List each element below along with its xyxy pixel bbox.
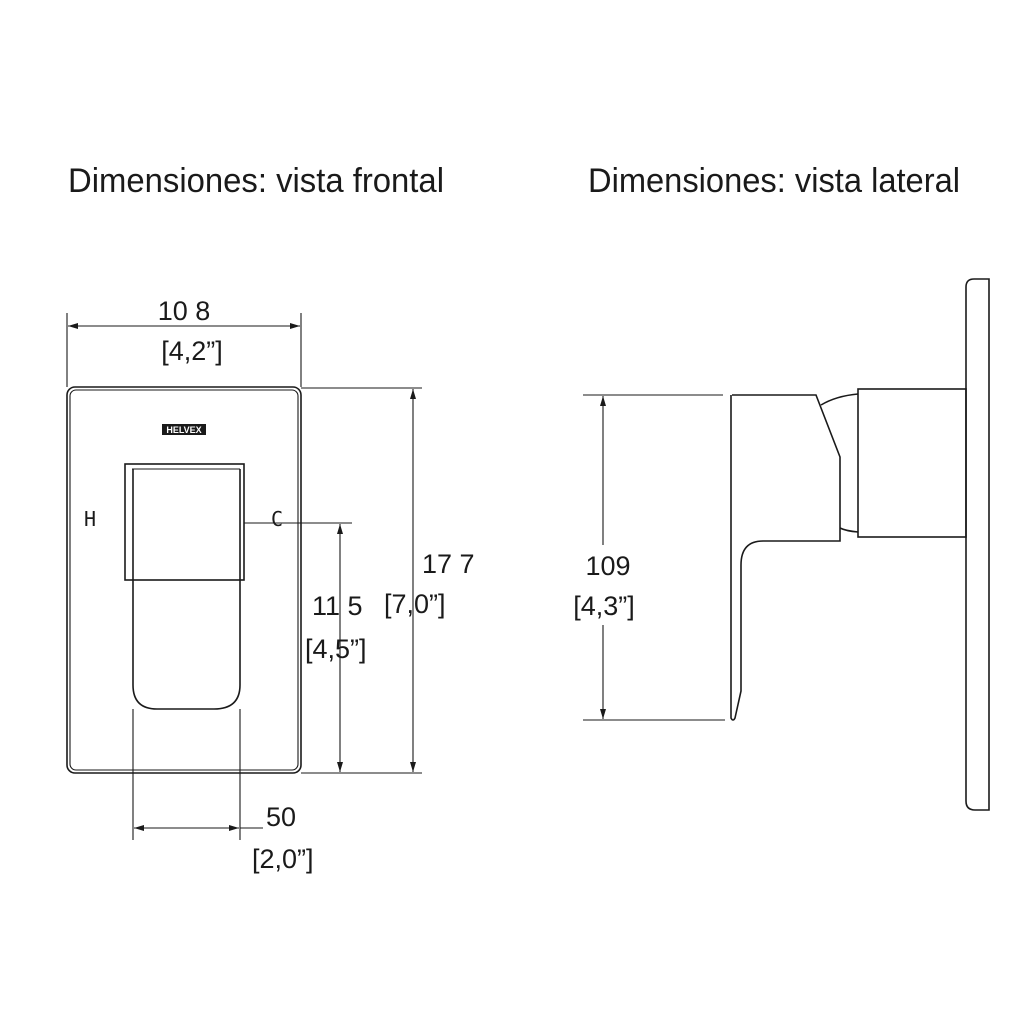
valve-body xyxy=(857,388,967,538)
side-handle xyxy=(730,394,841,721)
width-in: [4,2”] xyxy=(161,336,223,366)
width-mm: 10 8 xyxy=(158,296,211,326)
side-cover-plate xyxy=(965,278,990,811)
height-in: [7,0”] xyxy=(384,589,446,619)
handle-height-in: [4,5”] xyxy=(305,634,367,664)
side-view-title: Dimensiones: vista lateral xyxy=(588,162,960,200)
handle-lever xyxy=(132,469,241,710)
height-mm: 17 7 xyxy=(422,549,475,579)
front-view-title: Dimensiones: vista frontal xyxy=(68,162,444,200)
side-view: 109 [4,3”] xyxy=(573,278,990,811)
cold-label: C xyxy=(271,507,283,531)
handle-width-in: [2,0”] xyxy=(252,844,314,874)
hot-label: H xyxy=(84,507,96,531)
cover-plate xyxy=(66,386,302,774)
handle-height-mm: 11 5 xyxy=(312,591,363,621)
handle-width-mm: 50 xyxy=(266,802,296,832)
side-height-in: [4,3”] xyxy=(573,591,635,621)
handle-housing xyxy=(124,463,245,581)
helvex-logo: HELVEX xyxy=(162,424,206,435)
collar xyxy=(820,393,859,533)
side-height-mm: 109 xyxy=(585,551,630,581)
svg-text:HELVEX: HELVEX xyxy=(166,425,201,435)
front-view: HELVEX H C 10 8 [4,2”] 17 7 [7,0”] 11 5 … xyxy=(66,296,475,874)
